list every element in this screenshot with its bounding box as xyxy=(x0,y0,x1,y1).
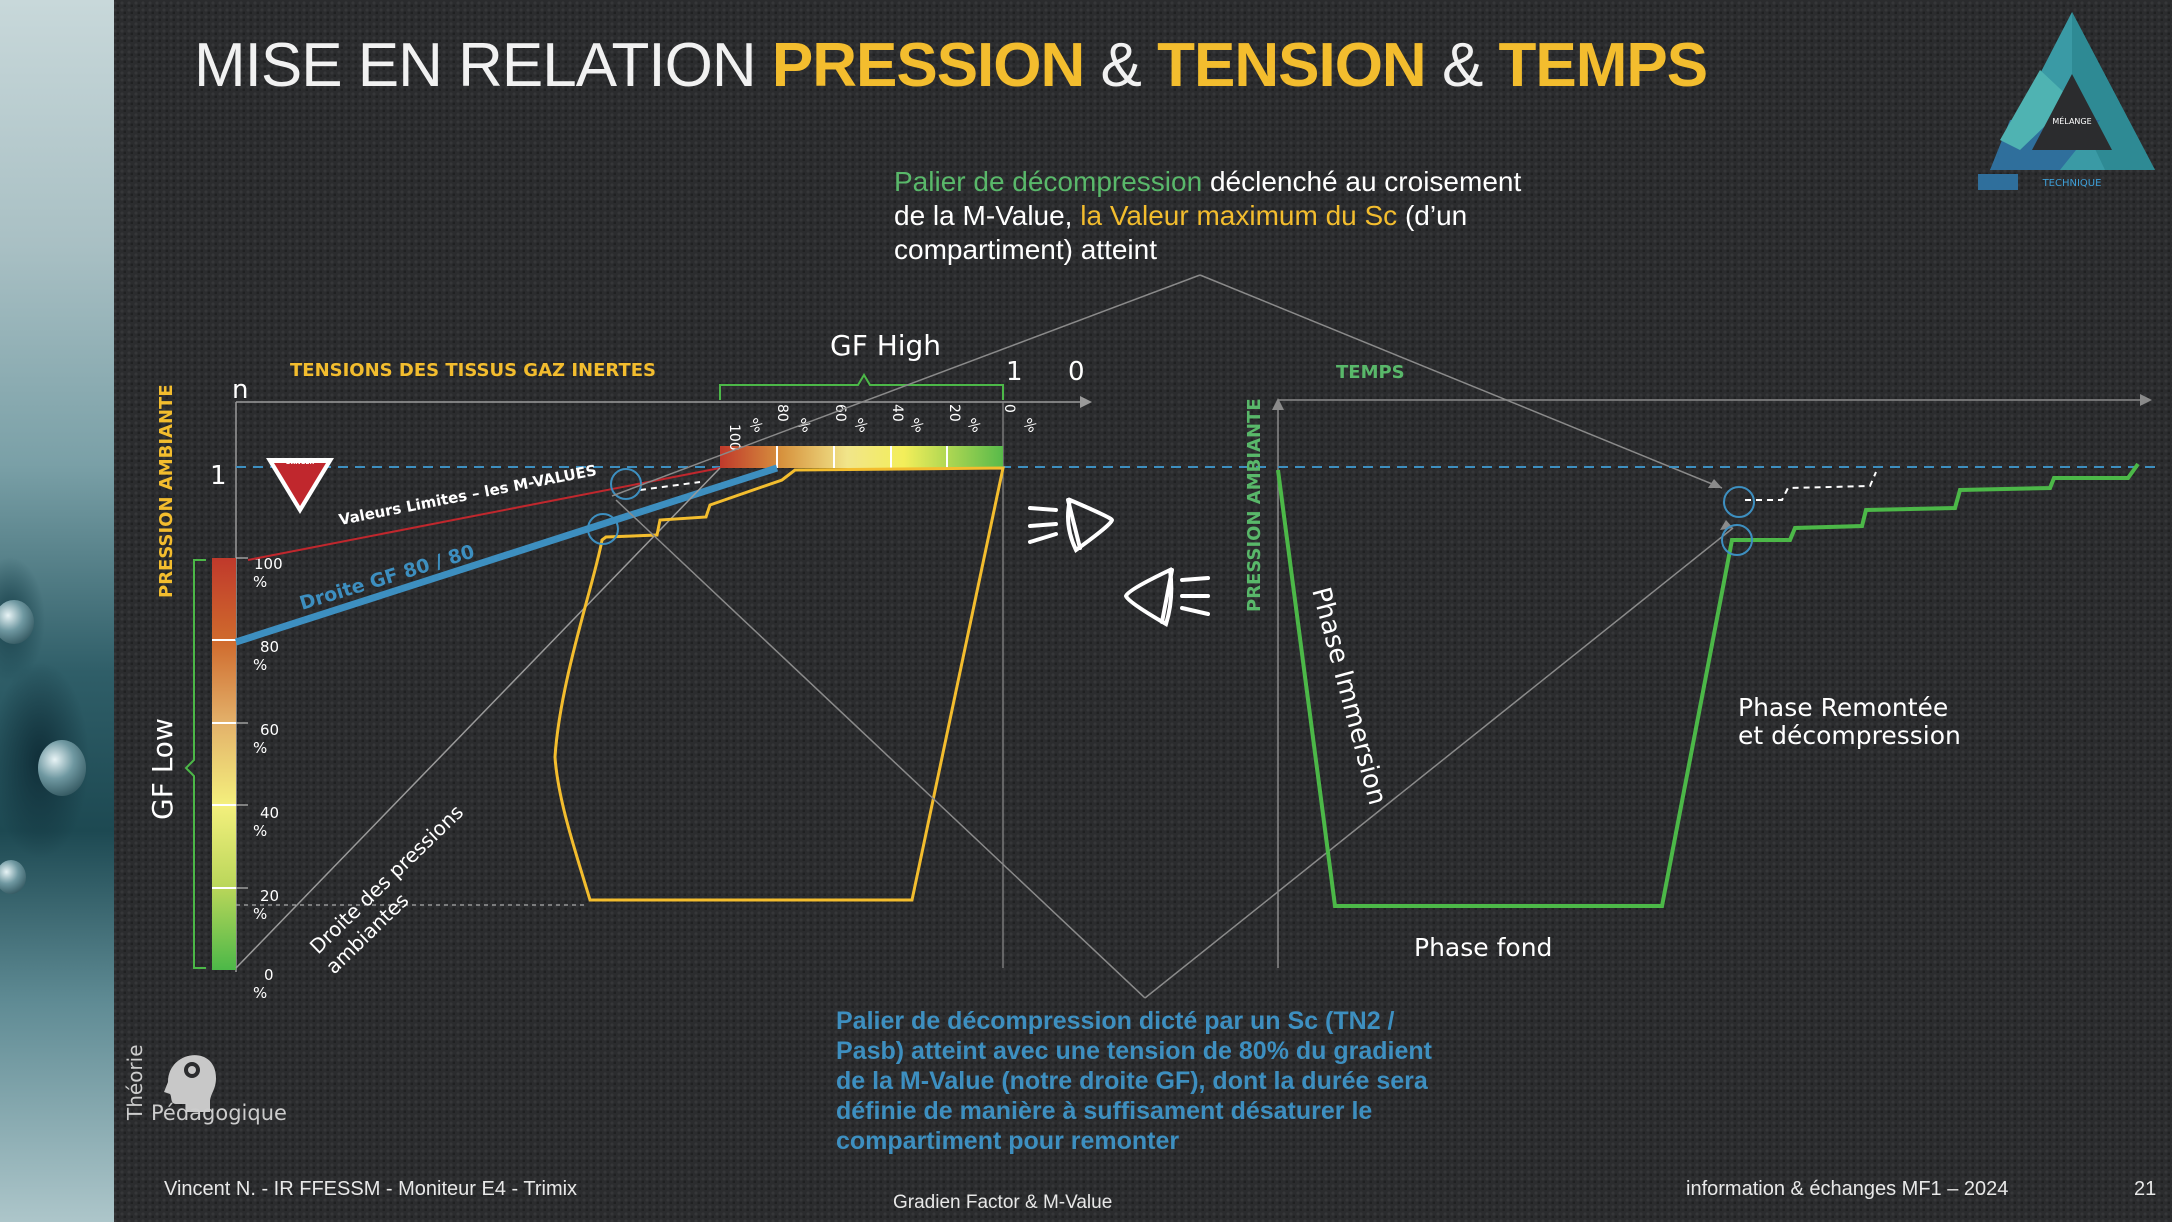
top-annotation: Palier de décompression déclenché au cro… xyxy=(894,165,1534,267)
phase-fond-label: Phase fond xyxy=(1414,933,1552,962)
top-annotation-yellow: la Valeur maximum du Sc xyxy=(1080,200,1398,231)
ambient-pressure-line xyxy=(235,467,721,969)
top-annotation-white-2: (d’un compartiment) atteint xyxy=(894,200,1468,265)
gf-high-scale-labels: 100 % 80 % 60 % 40 % 20 % 0 % xyxy=(726,404,1040,451)
danger-warning-icon: DANGER xyxy=(266,458,334,514)
water-drop xyxy=(0,600,34,644)
h-scale-80-unit: % xyxy=(793,416,814,437)
gf-low-label: GF Low xyxy=(146,718,179,820)
pression-axis-label-right: PRESSION AMBIANTE xyxy=(1244,398,1265,612)
title-part-pression: PRESSION xyxy=(771,31,1085,100)
v-scale-100-unit: % xyxy=(253,573,267,591)
water-drop-photo-strip xyxy=(0,0,114,1222)
right-y-axis-arrow xyxy=(1272,398,1284,410)
phase-remontee-label-2: et décompression xyxy=(1738,721,1961,750)
temps-axis-label: TEMPS xyxy=(1336,362,1405,383)
v-scale-40-value: 40 xyxy=(260,804,279,822)
m-values-label: Valeurs Limites – les M-VALUES xyxy=(337,461,598,529)
title-part-temps: TEMPS xyxy=(1498,31,1709,100)
gf-high-label: GF High xyxy=(830,329,941,362)
crossing-dashed-hint xyxy=(639,481,701,491)
n-label: n xyxy=(232,375,248,405)
pression-axis-label-left: PRESSION AMBIANTE xyxy=(156,384,177,598)
footer-center: Gradien Factor & M-Value xyxy=(893,1192,1113,1213)
v-scale-40-unit: % xyxy=(253,822,267,840)
left-x-axis-arrow xyxy=(1080,396,1092,408)
title-part-mise-en-relation: MISE EN RELATION xyxy=(194,31,757,100)
h-scale-20-unit: % xyxy=(963,416,984,437)
title-part-tension: TENSION xyxy=(1157,31,1427,100)
gf-low-scale-separators xyxy=(212,639,236,889)
gf-crossing-marker xyxy=(587,513,619,545)
pedagogique-label: Pédagogique xyxy=(151,1101,287,1125)
gf-high-zero-label: 0 xyxy=(1068,357,1085,387)
top-annotation-white-1: déclenché au croisement de la M-Value, xyxy=(894,166,1522,231)
water-drop xyxy=(0,860,26,894)
h-scale-80-value: 80 xyxy=(774,404,790,422)
gf-low-bracket xyxy=(184,559,206,969)
m-value-stop-marker xyxy=(1723,486,1755,518)
v-scale-0-unit: % xyxy=(253,984,267,1002)
v-scale-80-value: 80 xyxy=(260,638,279,656)
logo-technique-label: TECHNIQUE xyxy=(2042,178,2102,189)
danger-label: DANGER xyxy=(286,459,315,466)
water-drop xyxy=(38,740,86,796)
phase-remontee-label-1: Phase Remontée xyxy=(1738,693,1948,722)
v-scale-20-unit: % xyxy=(253,905,267,923)
v-scale-60-value: 60 xyxy=(260,721,279,739)
slide-title: MISE EN RELATION PRESSION & TENSION & TE… xyxy=(194,30,1709,101)
left-chart: 100 % 80 % 60 % 40 % 20 % 0 % xyxy=(146,329,1268,1002)
gf-80-80-line xyxy=(234,464,779,646)
gf-high-one-label: 1 xyxy=(1006,357,1023,387)
gf-low-scale-labels: 100 % 80 % 60 % 40 % 20 % 0 % xyxy=(253,555,283,1002)
h-scale-60-unit: % xyxy=(850,416,871,437)
dive-profile-curve xyxy=(1276,462,2140,908)
h-scale-20-value: 20 xyxy=(946,404,962,422)
gf-high-bracket xyxy=(719,373,1004,400)
tension-axis-label: TENSIONS DES TISSUS GAZ INERTES xyxy=(290,360,656,381)
bottom-annotation: Palier de décompression dicté par un Sc … xyxy=(836,1007,1432,1155)
right-chart: TEMPS PRESSION AMBIANTE Phase Immersion … xyxy=(1244,362,2160,968)
gf-high-scale-separators xyxy=(776,446,948,468)
v-scale-20-value: 20 xyxy=(260,887,279,905)
page-number: 21 xyxy=(2134,1178,2157,1200)
m-value-crossing-marker xyxy=(610,468,642,500)
connector-lines xyxy=(611,274,1734,999)
tissue-tension-curve xyxy=(553,466,1005,902)
m-value-dashed-profile xyxy=(1745,471,1877,501)
gf-line-label: Droite GF 80 / 80 xyxy=(297,541,477,615)
head-gear-icon xyxy=(164,1055,216,1112)
gf-stop-marker xyxy=(1721,524,1753,556)
connector-arrowhead xyxy=(1708,479,1722,488)
v-scale-80-unit: % xyxy=(253,656,267,674)
triangle-diver-logo: MÉLANGE TECHNIQUE xyxy=(1978,12,2155,190)
h-scale-40-unit: % xyxy=(906,416,927,437)
title-ampersand: & xyxy=(1100,31,1142,100)
title-ampersand: & xyxy=(1441,31,1483,100)
h-scale-0-value: 0 xyxy=(1001,404,1017,413)
ambient-line-label-1: Droite des pressions xyxy=(305,800,468,959)
theorie-label: Théorie xyxy=(123,1044,147,1121)
gf-high-colour-scale xyxy=(720,446,1003,468)
top-annotation-green: Palier de décompression xyxy=(894,166,1203,197)
v-scale-60-unit: % xyxy=(253,739,267,757)
footer-right: information & échanges MF1 – 2024 xyxy=(1686,1178,2009,1200)
pressure-one-label: 1 xyxy=(210,461,227,491)
h-scale-0-unit: % xyxy=(1019,416,1040,437)
footer-author: Vincent N. - IR FFESSM - Moniteur E4 - T… xyxy=(164,1178,578,1200)
eye-right-icon xyxy=(1028,497,1115,554)
eye-left-icon xyxy=(1123,567,1210,627)
v-scale-0-value: 0 xyxy=(264,966,274,984)
h-scale-40-value: 40 xyxy=(889,404,905,422)
v-scale-100-value: 100 xyxy=(254,555,283,573)
h-scale-100-value: 100 xyxy=(726,424,742,451)
gf-low-colour-scale xyxy=(212,558,236,970)
logo-melange-label: MÉLANGE xyxy=(2052,115,2091,126)
right-x-axis-arrow xyxy=(2140,394,2152,406)
h-scale-100-unit: % xyxy=(745,416,766,437)
